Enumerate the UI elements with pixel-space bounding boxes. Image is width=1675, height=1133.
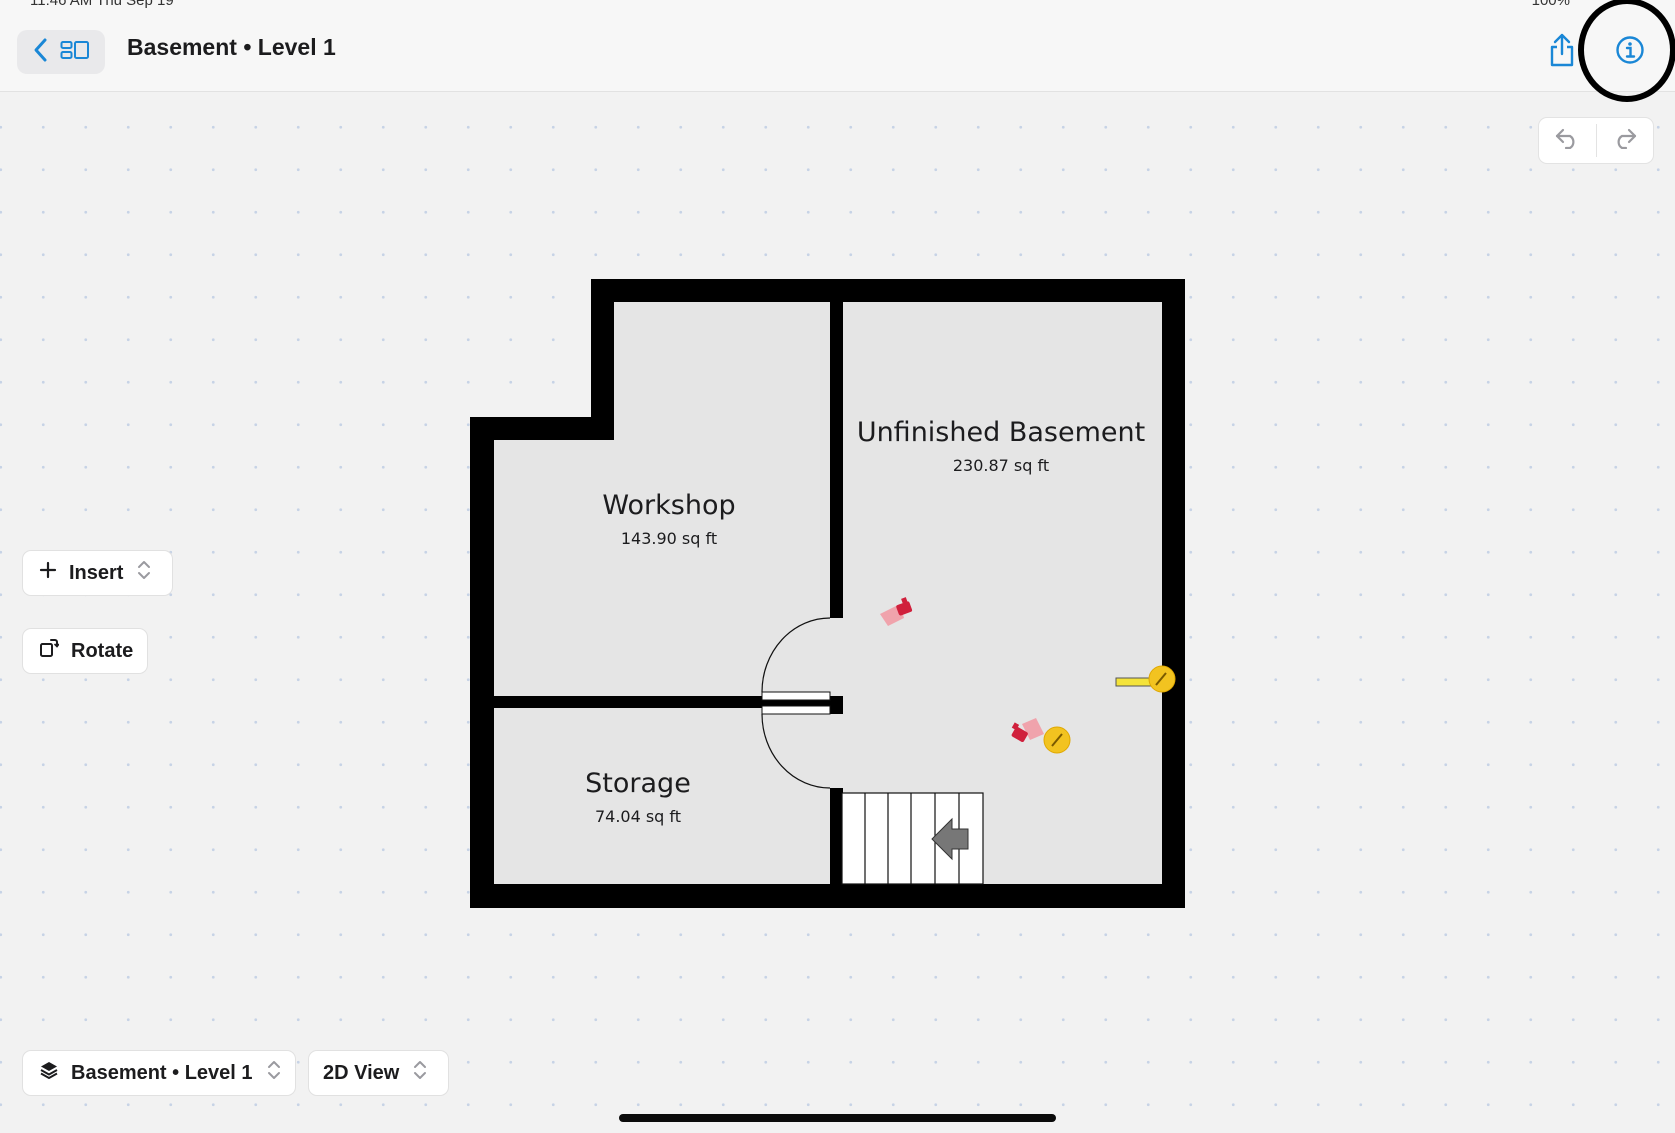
- chevron-updown-icon: [267, 1059, 281, 1087]
- room-area-storage: 74.04 sq ft: [595, 807, 681, 826]
- rotate-label: Rotate: [71, 639, 134, 662]
- chevron-updown-icon: [413, 1059, 427, 1087]
- sidebar-layout-icon: [60, 39, 90, 66]
- view-mode-selector[interactable]: 2D View: [308, 1050, 449, 1096]
- insert-label: Insert: [69, 561, 124, 584]
- undo-redo-group: [1538, 117, 1654, 164]
- chevron-left-icon: [32, 37, 48, 68]
- door-opening: [829, 714, 844, 788]
- back-button[interactable]: [17, 30, 105, 74]
- camera-marker-icon[interactable]: [880, 597, 913, 626]
- level-label: Basement • Level 1: [71, 1061, 253, 1084]
- door-swing[interactable]: [761, 617, 831, 693]
- room-name-storage: Storage: [585, 768, 691, 799]
- chevron-updown-icon: [137, 559, 151, 587]
- undo-icon: [1554, 127, 1580, 154]
- status-battery: 100%: [1531, 0, 1570, 9]
- door-leaf: [761, 691, 831, 701]
- level-selector[interactable]: Basement • Level 1: [22, 1050, 296, 1096]
- door-opening: [829, 618, 844, 696]
- redo-icon: [1612, 127, 1638, 154]
- stairs[interactable]: [841, 792, 984, 885]
- share-button[interactable]: [1540, 30, 1584, 74]
- room-workshop[interactable]: [494, 302, 830, 696]
- rotate-icon: [39, 638, 60, 664]
- door-leaf: [761, 705, 831, 715]
- door-swing[interactable]: [761, 713, 831, 789]
- share-icon: [1549, 33, 1575, 72]
- home-indicator[interactable]: [619, 1114, 1056, 1122]
- status-time: 11:46 AM Thu Sep 19: [30, 0, 174, 9]
- page-title: Basement • Level 1: [127, 34, 336, 60]
- room-storage[interactable]: [494, 708, 830, 884]
- divider: [1595, 124, 1597, 157]
- plus-icon: [39, 561, 57, 585]
- rotate-button[interactable]: Rotate: [22, 628, 148, 674]
- redo-button[interactable]: [1597, 118, 1654, 163]
- view-mode-label: 2D View: [323, 1061, 400, 1084]
- attachment-note-icon[interactable]: [1043, 726, 1071, 754]
- room-unfinished-basement[interactable]: [843, 302, 1162, 884]
- insert-button[interactable]: Insert: [22, 550, 173, 596]
- tape-measure-marker-icon[interactable]: [1115, 665, 1176, 693]
- room-name-workshop: Workshop: [602, 490, 735, 521]
- room-area-workshop: 143.90 sq ft: [621, 529, 717, 548]
- stair-direction-arrow-icon: [931, 817, 969, 861]
- room-name-unfinished-basement: Unfinished Basement: [857, 417, 1145, 448]
- camera-marker-icon[interactable]: [1011, 718, 1044, 743]
- room-area-unfinished-basement: 230.87 sq ft: [953, 456, 1049, 475]
- highlight-circle: [1578, 0, 1675, 102]
- layers-icon: [39, 1060, 59, 1086]
- undo-button[interactable]: [1539, 118, 1596, 163]
- top-bar: 11:46 AM Thu Sep 19 100% Basement • Leve…: [0, 0, 1675, 92]
